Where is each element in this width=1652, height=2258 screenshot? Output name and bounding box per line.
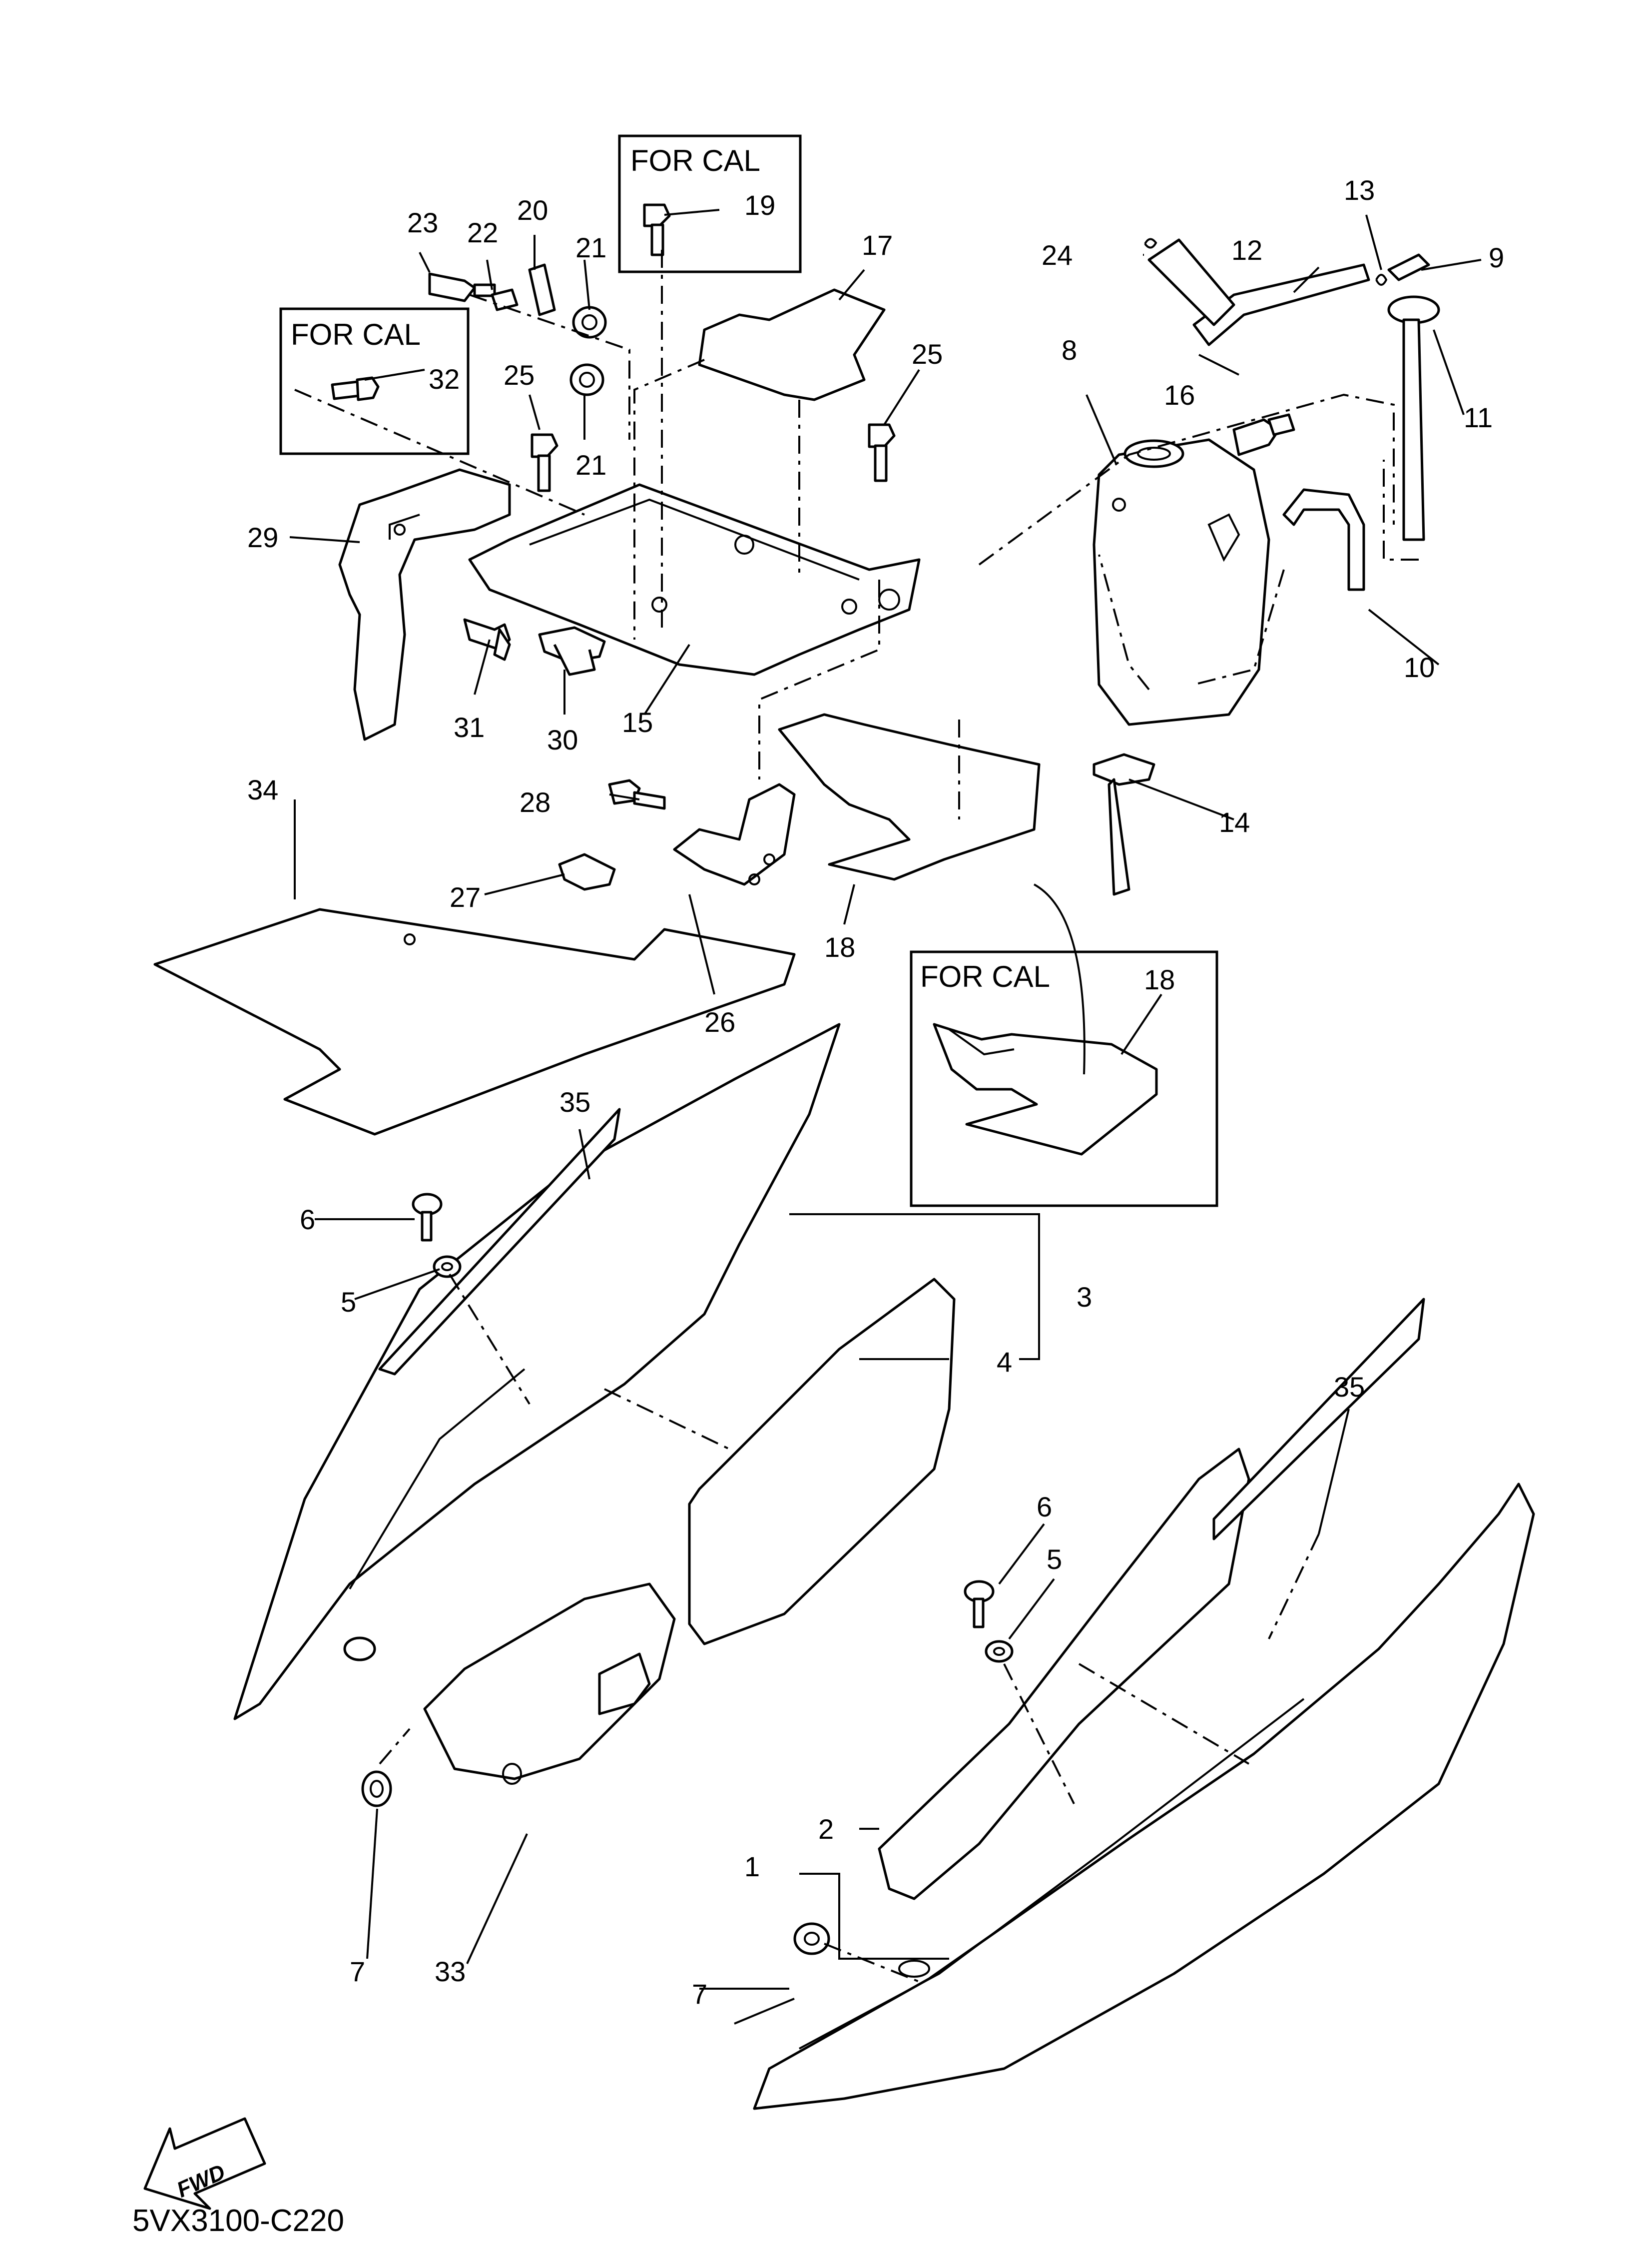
callout-10: 10 xyxy=(1404,652,1435,683)
callout-25: 25 xyxy=(912,338,943,370)
callout-22: 22 xyxy=(467,217,498,248)
heat-shield-18 xyxy=(778,713,1041,881)
clamp-30 xyxy=(538,626,606,676)
washer-5-left xyxy=(433,1255,462,1278)
breather-hose-12 xyxy=(1192,263,1370,346)
callout-14: 14 xyxy=(1219,806,1250,838)
callout-1: 1 xyxy=(744,1851,760,1882)
callout-25: 25 xyxy=(504,359,535,391)
callout-11: 11 xyxy=(1464,402,1493,433)
callout-24: 24 xyxy=(1042,239,1073,271)
elbow-12-fitting xyxy=(1147,238,1235,326)
bracket-26 xyxy=(673,783,796,886)
fwd-arrow: FWD xyxy=(143,2117,266,2210)
callout-8: 8 xyxy=(1062,334,1077,366)
callout-31: 31 xyxy=(454,712,485,743)
callout-3: 3 xyxy=(1077,1281,1092,1313)
panel-33 xyxy=(423,1582,676,1785)
clamp-14 xyxy=(1093,753,1155,896)
for-cal-label: FOR CAL xyxy=(920,960,1050,993)
callout-16: 16 xyxy=(1164,379,1195,411)
plate-20 xyxy=(528,263,556,316)
grommet-7-left xyxy=(361,1770,392,1807)
reservoir-tank-8 xyxy=(1093,438,1270,726)
callout-4: 4 xyxy=(997,1346,1012,1378)
callout-7: 7 xyxy=(350,1956,365,1987)
callout-23: 23 xyxy=(407,207,438,238)
joint-9 xyxy=(1387,253,1430,281)
grommet-7-right xyxy=(793,1922,830,1955)
callout-34: 34 xyxy=(247,774,278,805)
bolt-28 xyxy=(608,779,666,810)
bracket-29 xyxy=(338,468,511,741)
screw-6-right xyxy=(964,1580,995,1628)
clip-24 xyxy=(1144,238,1157,249)
side-cover-1 xyxy=(753,1483,1535,2110)
callout-26: 26 xyxy=(704,1006,735,1038)
strip-35-right xyxy=(1212,1298,1425,1540)
for-cal-label: FOR CAL xyxy=(291,318,421,351)
battery-box-15 xyxy=(468,483,921,676)
callout-5: 5 xyxy=(341,1286,356,1318)
for-cal-box-bolt-32: FOR CAL xyxy=(279,307,470,455)
callout-20: 20 xyxy=(517,194,548,226)
screw-6-left xyxy=(412,1193,443,1242)
bolt-25-right xyxy=(868,423,896,482)
mat-34 xyxy=(153,908,796,1136)
callout-19: 19 xyxy=(744,189,775,221)
callout-17: 17 xyxy=(862,229,893,261)
bolt-31 xyxy=(463,618,511,661)
callout-29: 29 xyxy=(247,522,278,553)
callout-2: 2 xyxy=(818,1813,834,1845)
for-cal-box-bolt-19: FOR CAL xyxy=(618,134,802,273)
callout-6: 6 xyxy=(300,1204,315,1235)
for-cal-label: FOR CAL xyxy=(630,144,760,177)
side-panel-2 xyxy=(878,1448,1250,1900)
callout-18: 18 xyxy=(1144,964,1175,995)
callout-15: 15 xyxy=(622,707,653,738)
callout-7: 7 xyxy=(692,1978,707,2010)
drawing-code: 5VX3100-C220 xyxy=(132,2204,344,2238)
clamp-27 xyxy=(558,853,616,891)
callout-30: 30 xyxy=(547,724,578,755)
callout-27: 27 xyxy=(450,881,481,913)
callout-21: 21 xyxy=(575,449,606,481)
callout-18: 18 xyxy=(824,931,855,963)
cap-11 xyxy=(1387,295,1440,541)
callouts: 23 22 20 21 21 19 17 32 25 25 29 31 30 1… xyxy=(247,174,1504,2010)
washer-5-right xyxy=(985,1640,1014,1663)
strip-35-left xyxy=(378,1108,621,1376)
callout-5: 5 xyxy=(1047,1543,1062,1575)
bolt-25-left xyxy=(531,433,558,492)
clip-13 xyxy=(1375,274,1388,286)
bolt-16 xyxy=(1232,413,1295,456)
callout-35: 35 xyxy=(1334,1371,1365,1403)
cover-17 xyxy=(698,288,886,401)
callout-32: 32 xyxy=(429,363,460,395)
callout-33: 33 xyxy=(435,1956,466,1987)
callout-21: 21 xyxy=(575,232,606,263)
leader-lines xyxy=(289,209,1482,2025)
for-cal-box-heat-shield-18: FOR CAL xyxy=(910,950,1218,1207)
assembly-lines xyxy=(294,250,1419,1985)
callout-13: 13 xyxy=(1344,174,1375,206)
callout-35: 35 xyxy=(559,1086,590,1118)
grommet-21-lower xyxy=(569,363,604,396)
bolt-23 xyxy=(428,272,496,302)
hose-10 xyxy=(1282,488,1365,591)
collar-22 xyxy=(491,288,519,311)
callout-12: 12 xyxy=(1231,234,1262,266)
callout-6: 6 xyxy=(1037,1491,1052,1522)
side-panel-4 xyxy=(688,1278,956,1645)
callout-28: 28 xyxy=(520,786,551,818)
callout-9: 9 xyxy=(1489,242,1504,273)
